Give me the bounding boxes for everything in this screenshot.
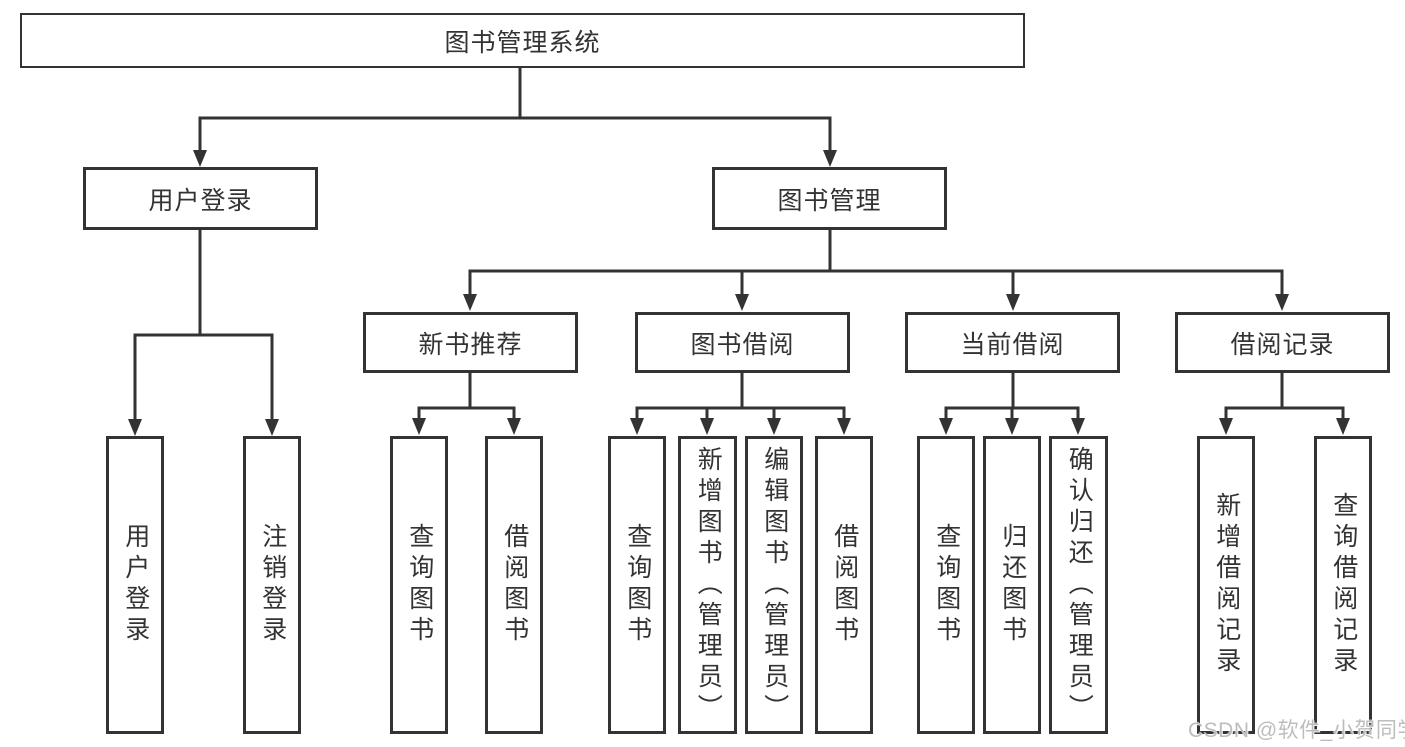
connector-new-book-recommend-to-leaves [412,371,521,435]
arrowhead [412,418,426,435]
arrowhead [823,150,837,167]
node-current-borrow: 当前借阅 [905,312,1120,373]
connector-book-borrow-to-leaves [630,371,851,435]
arrowhead [767,418,781,435]
arrowhead [1071,418,1085,435]
leaf-add-book-admin: 新增图书（管理员） [678,436,737,734]
connector-user-login-to-leaves [128,228,279,436]
arrowhead [939,418,953,435]
arrowhead [1006,294,1020,311]
node-user-login: 用户登录 [83,167,318,230]
node-book-management: 图书管理 [712,167,947,230]
arrowhead [1005,418,1019,435]
arrowhead [193,150,207,167]
leaf-add-borrow-record: 新增借阅记录 [1197,436,1255,734]
leaf-edit-book-admin: 编辑图书（管理员） [745,436,803,734]
arrowhead [1275,294,1289,311]
leaf-logout: 注销登录 [243,436,301,734]
watermark-text: CSDN @软件_小贺同学 [1188,719,1405,742]
arrowhead [507,418,521,435]
arrowhead [630,418,644,435]
arrowhead [1219,418,1233,435]
leaf-query-books-recommend: 查询图书 [390,436,448,734]
arrowhead [700,418,714,435]
leaf-confirm-return-admin: 确认归还（管理员） [1049,436,1108,734]
node-library-management-system: 图书管理系统 [20,13,1025,68]
node-borrow-record: 借阅记录 [1175,312,1390,373]
leaf-user-login: 用户登录 [106,436,164,734]
connector-root-to-level2 [193,66,837,167]
leaf-return-book: 归还图书 [983,436,1041,734]
arrowhead [128,419,142,436]
node-new-book-recommend: 新书推荐 [363,312,578,373]
connector-current-borrow-to-leaves [939,371,1085,435]
arrowhead [735,294,749,311]
connector-book-management-to-level3 [463,228,1289,311]
leaf-query-books-current: 查询图书 [917,436,975,734]
leaf-query-borrow-record: 查询借阅记录 [1314,436,1372,734]
arrowhead [837,418,851,435]
arrowhead [265,419,279,436]
leaf-borrow-books-recommend: 借阅图书 [485,436,543,734]
leaf-borrow-books: 借阅图书 [815,436,873,734]
leaf-query-books-borrow: 查询图书 [608,436,666,734]
connector-borrow-record-to-leaves [1219,371,1350,435]
arrowhead [463,294,477,311]
arrowhead [1336,418,1350,435]
node-book-borrow: 图书借阅 [635,312,850,373]
